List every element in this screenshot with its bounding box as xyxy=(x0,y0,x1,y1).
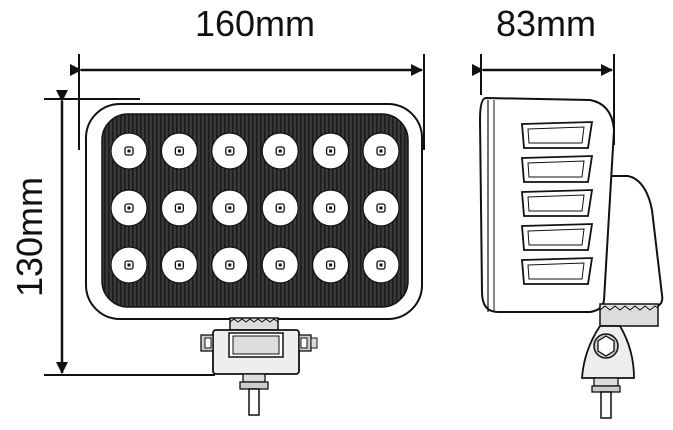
led xyxy=(312,246,350,284)
led xyxy=(211,189,249,227)
front-view xyxy=(85,103,423,416)
led xyxy=(362,189,400,227)
front-bracket xyxy=(200,317,318,416)
fin-inner xyxy=(527,194,585,212)
fin-inner xyxy=(527,262,585,280)
height-label: 130mm xyxy=(9,177,50,297)
front-lens xyxy=(101,113,409,308)
fin xyxy=(521,121,594,149)
led xyxy=(261,189,299,227)
led xyxy=(160,246,198,284)
fin xyxy=(521,223,594,251)
side-view xyxy=(478,96,664,419)
led xyxy=(312,189,350,227)
fin xyxy=(521,155,594,183)
led xyxy=(261,246,299,284)
led xyxy=(362,246,400,284)
depth-label: 83mm xyxy=(496,3,596,44)
width-label: 160mm xyxy=(195,3,315,44)
fin xyxy=(521,189,594,217)
led-grid xyxy=(110,132,400,284)
led xyxy=(160,189,198,227)
led xyxy=(110,132,148,170)
led xyxy=(211,246,249,284)
led xyxy=(211,132,249,170)
led xyxy=(362,132,400,170)
led xyxy=(312,132,350,170)
led xyxy=(110,189,148,227)
led xyxy=(160,132,198,170)
height-dimension: 130mm xyxy=(9,90,215,376)
fin-inner xyxy=(527,228,585,246)
fin-inner xyxy=(527,126,585,144)
side-fins xyxy=(521,121,594,285)
led xyxy=(110,246,148,284)
led xyxy=(261,132,299,170)
fin xyxy=(521,257,594,285)
fin-inner xyxy=(527,160,585,178)
width-dimension: 160mm xyxy=(70,3,425,150)
depth-dimension: 83mm xyxy=(472,3,615,145)
